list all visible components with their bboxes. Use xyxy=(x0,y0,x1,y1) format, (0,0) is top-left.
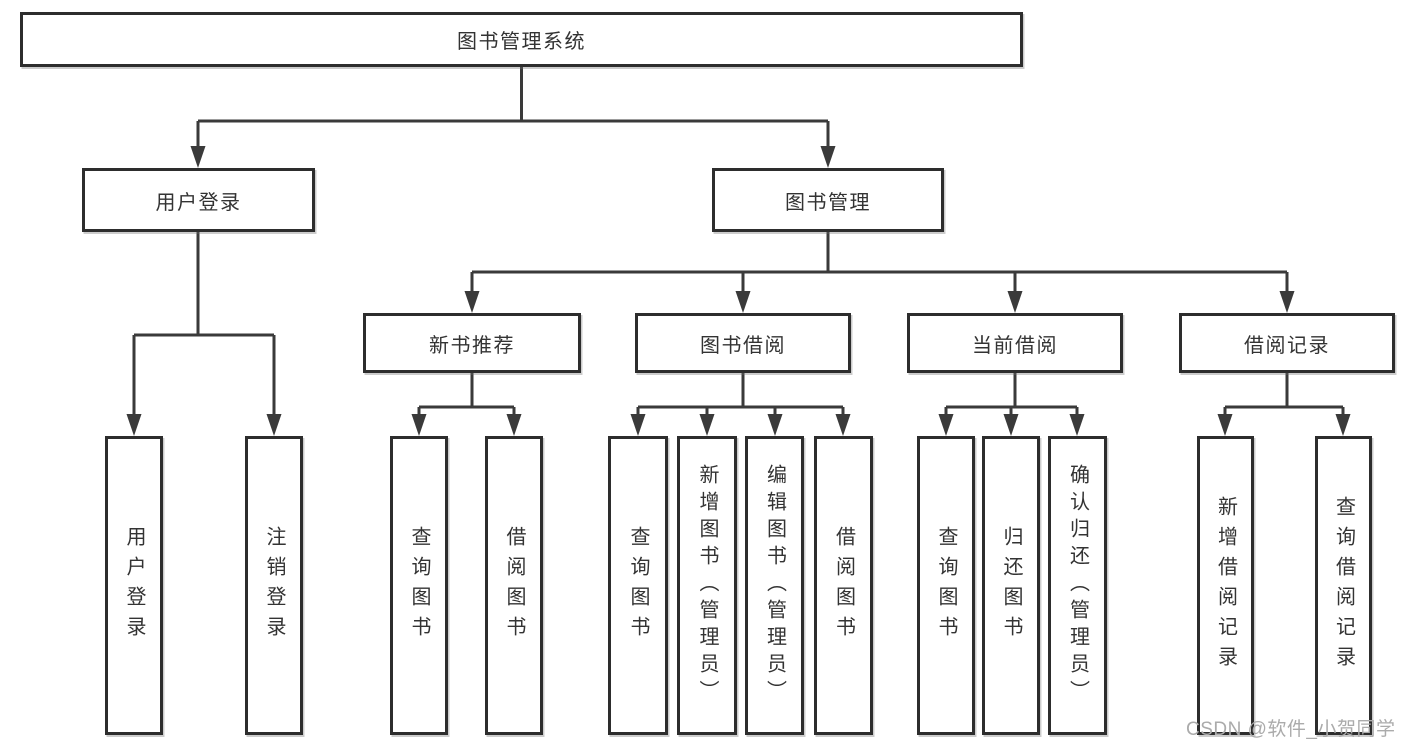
node-new-book-recommend: 新书推荐 xyxy=(363,313,581,373)
node-book-borrowing: 图书借阅 xyxy=(635,313,851,373)
node-label: 借阅记录 xyxy=(1244,334,1330,357)
node-label: 新书推荐 xyxy=(429,334,515,357)
leaf-edit-books-admin: 编辑图书（管理员） xyxy=(745,436,804,735)
leaf-label: 查询借阅记录 xyxy=(1332,495,1355,676)
leaf-label: 归还图书 xyxy=(1000,525,1022,646)
leaf-add-books-admin: 新增图书（管理员） xyxy=(677,436,737,735)
leaf-label: 确认归还（管理员） xyxy=(1066,464,1089,707)
leaf-logout: 注销登录 xyxy=(245,436,303,735)
node-current-borrowing: 当前借阅 xyxy=(907,313,1123,373)
leaf-label: 查询图书 xyxy=(935,525,957,646)
node-borrow-records: 借阅记录 xyxy=(1179,313,1395,373)
node-book-management: 图书管理 xyxy=(712,168,944,232)
leaf-confirm-return-admin: 确认归还（管理员） xyxy=(1048,436,1107,735)
leaf-label: 用户登录 xyxy=(123,525,145,646)
leaf-return-books: 归还图书 xyxy=(982,436,1040,735)
leaf-label: 查询图书 xyxy=(408,525,430,646)
leaf-borrow-books: 借阅图书 xyxy=(485,436,543,735)
leaf-query-borrow-record: 查询借阅记录 xyxy=(1315,436,1372,735)
node-user-login: 用户登录 xyxy=(82,168,315,232)
leaf-label: 注销登录 xyxy=(263,525,285,646)
leaf-user-login: 用户登录 xyxy=(105,436,163,735)
node-label: 图书管理系统 xyxy=(457,31,586,53)
leaf-label: 借阅图书 xyxy=(503,525,525,646)
leaf-label: 新增借阅记录 xyxy=(1214,495,1237,676)
leaf-add-borrow-record: 新增借阅记录 xyxy=(1197,436,1254,735)
node-label: 用户登录 xyxy=(155,191,242,214)
leaf-label: 新增图书（管理员） xyxy=(696,464,718,707)
leaf-borrow-books: 借阅图书 xyxy=(814,436,873,735)
leaf-query-books: 查询图书 xyxy=(390,436,448,735)
leaf-label: 借阅图书 xyxy=(832,525,855,646)
arrowheads xyxy=(126,146,1351,436)
leaf-label: 编辑图书（管理员） xyxy=(763,464,786,707)
node-root-system: 图书管理系统 xyxy=(20,12,1023,67)
csdn-watermark: CSDN @软件_小贺同学 xyxy=(1186,719,1396,740)
leaf-query-books: 查询图书 xyxy=(608,436,668,735)
node-label: 图书借阅 xyxy=(700,334,786,357)
leaf-query-books: 查询图书 xyxy=(917,436,975,735)
node-label: 图书管理 xyxy=(785,191,871,214)
node-label: 当前借阅 xyxy=(972,334,1058,357)
connector-stems xyxy=(132,67,1345,418)
leaf-label: 查询图书 xyxy=(627,525,649,646)
